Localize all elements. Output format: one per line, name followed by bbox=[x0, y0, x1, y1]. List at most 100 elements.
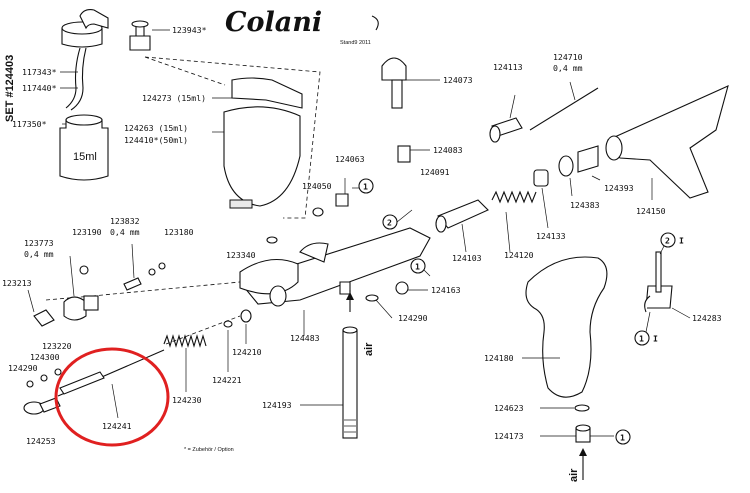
logo-stand: Stand9 2011 bbox=[340, 40, 371, 46]
label-124253: 124253 bbox=[26, 436, 56, 446]
callout-1-a: 1 bbox=[358, 178, 374, 194]
label-124210: 124210 bbox=[232, 347, 262, 357]
label-124300: 124300 bbox=[30, 352, 60, 362]
cap-124073 bbox=[381, 57, 407, 81]
label-124290a: 124290 bbox=[398, 313, 428, 323]
air-label-bottom: air bbox=[568, 468, 580, 482]
label-124193: 124193 bbox=[262, 400, 292, 410]
sleeve-124393 bbox=[577, 145, 599, 173]
cup-lid bbox=[231, 77, 303, 109]
air-label-top: air bbox=[363, 342, 375, 356]
part-124133 bbox=[533, 169, 549, 187]
cup-body bbox=[223, 106, 301, 207]
color-jar-group: 15ml bbox=[59, 9, 170, 181]
footnote: * = Zubehör / Option bbox=[184, 447, 234, 453]
callouts: 1 2 1 2 I 1 I 1 bbox=[352, 178, 684, 445]
set-label: SET #124403 bbox=[4, 55, 16, 122]
label-117350: 117350* bbox=[12, 119, 47, 129]
label-123832-size: 0,4 mm bbox=[110, 227, 140, 237]
label-123340: 123340 bbox=[226, 250, 256, 260]
logo-text: Colani bbox=[225, 7, 322, 38]
svg-text:I: I bbox=[653, 334, 658, 344]
ring-124383 bbox=[558, 155, 574, 177]
needle-assembly bbox=[23, 347, 170, 447]
label-123180: 123180 bbox=[164, 227, 194, 237]
svg-text:1: 1 bbox=[620, 433, 625, 443]
label-124393: 124393 bbox=[604, 183, 634, 193]
label-123213: 123213 bbox=[2, 278, 32, 288]
airbrush-body bbox=[45, 227, 431, 345]
cup-thread bbox=[229, 199, 253, 209]
part-124210 bbox=[240, 309, 252, 323]
stem-124193 bbox=[342, 329, 358, 439]
label-117343: 117343* bbox=[22, 67, 57, 77]
part-124290a bbox=[365, 294, 379, 302]
body-head bbox=[239, 258, 299, 295]
spring-124230 bbox=[163, 334, 207, 348]
needle-124710 bbox=[529, 87, 599, 131]
label-124410: 124410*(50ml) bbox=[124, 135, 188, 145]
highlight-circle bbox=[54, 347, 170, 447]
label-123943: 123943* bbox=[172, 25, 207, 35]
needle-cap-group bbox=[381, 57, 729, 200]
part-123773 bbox=[63, 296, 87, 321]
part-124050 bbox=[312, 207, 324, 217]
callout-2-roman: 2 I bbox=[660, 232, 684, 248]
label-123832: 123832 bbox=[110, 216, 140, 226]
jar-neck bbox=[65, 114, 103, 126]
jar-lid-elbow bbox=[79, 9, 109, 30]
jar-hose bbox=[65, 47, 81, 109]
svg-text:I: I bbox=[679, 236, 684, 246]
valve-parts bbox=[312, 145, 549, 253]
jar-body bbox=[59, 119, 109, 181]
label-124230: 124230 bbox=[172, 395, 202, 405]
washer-124623 bbox=[574, 404, 590, 412]
handle-group: air bbox=[522, 251, 691, 482]
label-124273: 124273 (15ml) bbox=[142, 93, 206, 103]
label-124290b: 124290 bbox=[8, 363, 38, 373]
part-123340 bbox=[266, 236, 278, 244]
label-124623: 124623 bbox=[494, 403, 524, 413]
air-valve-stem: air bbox=[300, 290, 375, 439]
jar-capacity: 15ml bbox=[73, 151, 97, 163]
label-124383: 124383 bbox=[570, 200, 600, 210]
part-123180 bbox=[148, 268, 156, 276]
label-123773-size: 0,4 mm bbox=[24, 249, 54, 259]
label-124120: 124120 bbox=[504, 250, 534, 260]
label-124113: 124113 bbox=[493, 62, 523, 72]
label-117440: 117440* bbox=[22, 83, 57, 93]
part-124300 bbox=[40, 374, 48, 382]
label-124091: 124091 bbox=[420, 167, 450, 177]
label-124103: 124103 bbox=[452, 253, 482, 263]
jar-lid-top bbox=[61, 21, 103, 35]
label-124710: 124710 bbox=[553, 52, 583, 62]
callout-2-a: 2 bbox=[382, 214, 398, 230]
nozzle-parts bbox=[27, 236, 278, 327]
label-124241: 124241 bbox=[102, 421, 132, 431]
label-124221: 124221 bbox=[212, 375, 242, 385]
gravity-cup-group bbox=[212, 77, 303, 209]
svg-text:2: 2 bbox=[387, 218, 392, 228]
spring-124120 bbox=[491, 190, 537, 204]
label-124173: 124173 bbox=[494, 431, 524, 441]
body-tube bbox=[607, 85, 729, 199]
label-123773: 123773 bbox=[24, 238, 54, 248]
label-124483: 124483 bbox=[290, 333, 320, 343]
label-124263: 124263 (15ml) bbox=[124, 123, 188, 133]
brand-logo: Colani Stand9 2011 bbox=[225, 7, 379, 46]
label-124133: 124133 bbox=[536, 231, 566, 241]
label-124050: 124050 bbox=[302, 181, 332, 191]
label-124283: 124283 bbox=[692, 313, 722, 323]
part-labels: 117343* 117440* 117350* 123943* 124273 (… bbox=[2, 25, 722, 446]
svg-text:1: 1 bbox=[639, 334, 644, 344]
svg-text:1: 1 bbox=[363, 182, 368, 192]
part-123213 bbox=[33, 309, 55, 327]
part-123190 bbox=[79, 265, 89, 275]
label-124073: 124073 bbox=[443, 75, 473, 85]
label-124163: 124163 bbox=[431, 285, 461, 295]
callout-1-roman: 1 I bbox=[634, 330, 658, 346]
callout-1-b: 1 bbox=[410, 258, 426, 274]
handle-124180 bbox=[525, 256, 608, 398]
label-124710-size: 0,4 mm bbox=[553, 63, 583, 73]
